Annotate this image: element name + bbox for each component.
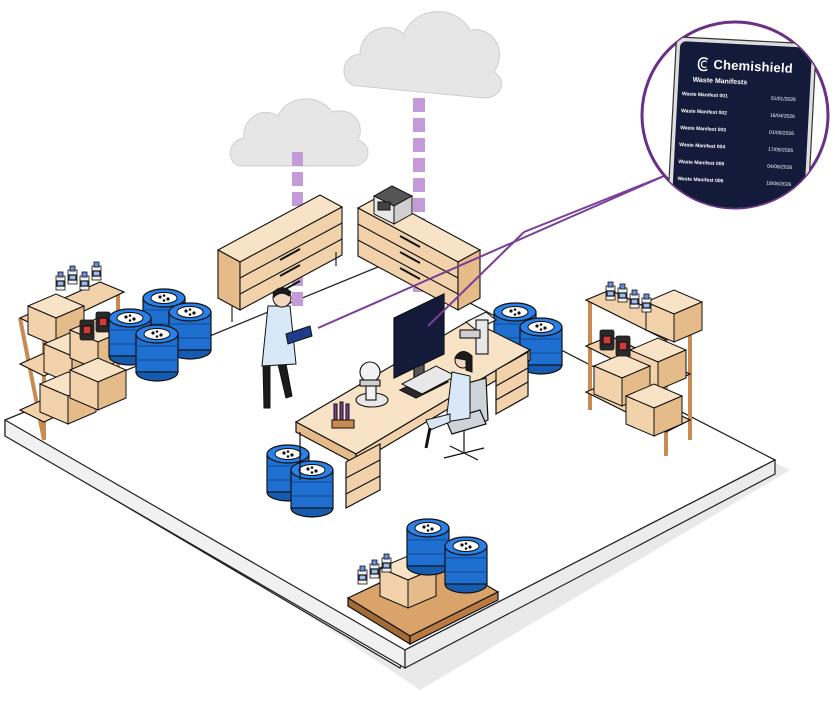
zoom-callout	[640, 20, 830, 210]
test-tube-rack	[331, 401, 355, 429]
standing-scientist	[261, 287, 313, 409]
brand-name: Chemishield	[713, 56, 794, 76]
zoom-connector	[317, 175, 665, 329]
back-cabinet-left	[216, 194, 344, 322]
lab-equipment	[459, 311, 498, 355]
device-screen: Chemishield Waste Manifests Waste Manife…	[672, 49, 808, 215]
seated-scientist	[424, 351, 473, 449]
cloud-icon	[229, 11, 503, 167]
right-shelf	[584, 281, 703, 456]
brand-row: Chemishield	[697, 56, 808, 77]
manifest-list: Waste Manifest 001 01/01/2026 Waste Mani…	[677, 91, 806, 199]
left-shelf	[18, 261, 127, 441]
screen-title: Waste Manifests	[692, 76, 748, 87]
oven-device	[372, 185, 414, 225]
microscope-icon	[355, 361, 389, 408]
chemishield-logo-icon	[697, 56, 709, 71]
